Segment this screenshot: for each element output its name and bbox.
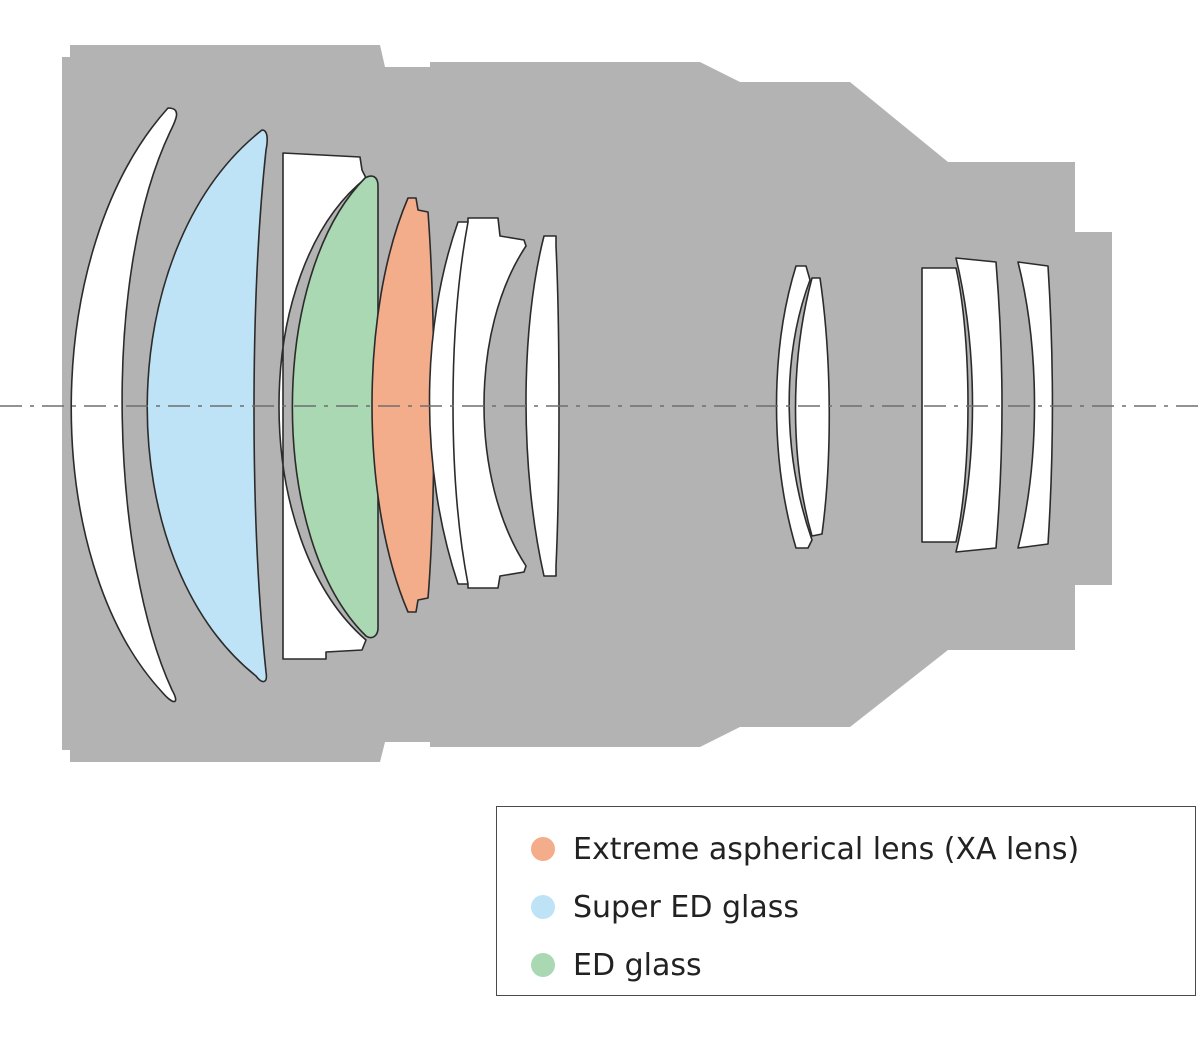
lens-element-10 (1017, 261, 1054, 549)
lens-element-5-xa (371, 197, 435, 613)
legend-label-xa: Extreme aspherical lens (XA lens) (573, 831, 1080, 867)
legend-label-ed: ED glass (573, 947, 702, 983)
lens-element-1 (70, 107, 178, 703)
lens-element-7 (525, 235, 560, 577)
lens-element-9b (955, 257, 1003, 553)
lens-element-6-interface (452, 221, 469, 585)
legend-swatch-ed (531, 953, 555, 977)
legend-item-xa-lens: Extreme aspherical lens (XA lens) (531, 829, 1079, 869)
lens-element-3 (278, 152, 367, 660)
lens-element-4-ed (291, 175, 379, 639)
legend-item-ed-glass: ED glass (531, 945, 702, 985)
lens-element-8b (794, 277, 831, 537)
legend-item-super-ed-glass: Super ED glass (531, 887, 799, 927)
legend-label-super-ed: Super ED glass (573, 889, 800, 925)
legend: Extreme aspherical lens (XA lens) Super … (496, 806, 1196, 996)
lens-element-2-super-ed (146, 129, 268, 683)
lens-element-8 (775, 265, 813, 549)
legend-swatch-super-ed (531, 895, 555, 919)
legend-swatch-xa (531, 837, 555, 861)
lens-element-6 (428, 217, 527, 589)
lens-element-9 (921, 267, 969, 543)
